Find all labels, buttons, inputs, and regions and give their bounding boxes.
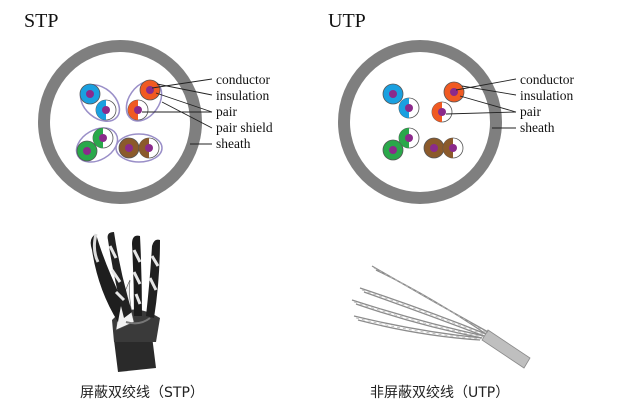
stp-leader-lines — [142, 78, 213, 145]
utp-pair-brown — [423, 137, 464, 159]
stp-pair-blue — [79, 83, 117, 121]
stp-pair-shield-brown — [115, 133, 163, 163]
utp-label-conductor: conductor — [520, 72, 574, 87]
utp-label-insulation: insulation — [520, 88, 573, 103]
stp-title: STP — [24, 10, 59, 32]
stp-label-sheath: sheath — [216, 136, 251, 151]
utp-cable-photo — [351, 265, 531, 369]
stp-cable-interior — [50, 52, 190, 192]
stp-label-pair: pair — [216, 104, 237, 119]
utp-pair-blue — [382, 83, 420, 119]
stp-pair-green — [76, 127, 114, 162]
stp-label-conductor: conductor — [216, 72, 270, 87]
utp-title: UTP — [328, 10, 366, 32]
stp-cable-photo — [90, 232, 160, 372]
stp-label-insulation: insulation — [216, 88, 269, 103]
utp-label-pair: pair — [520, 104, 541, 119]
stp-cross-section — [38, 40, 213, 204]
stp-pair-orange — [127, 79, 161, 121]
utp-caption: 非屏蔽双绞线（UTP） — [370, 385, 510, 401]
stp-pair-brown — [118, 137, 160, 159]
utp-cross-section — [338, 40, 517, 204]
utp-cable-interior — [350, 52, 490, 192]
utp-leader-lines — [445, 78, 517, 129]
utp-pair-green — [382, 127, 420, 161]
utp-label-sheath: sheath — [520, 120, 555, 135]
stp-caption: 屏蔽双绞线（STP） — [80, 385, 204, 401]
stp-label-pair-shield: pair shield — [216, 120, 273, 135]
